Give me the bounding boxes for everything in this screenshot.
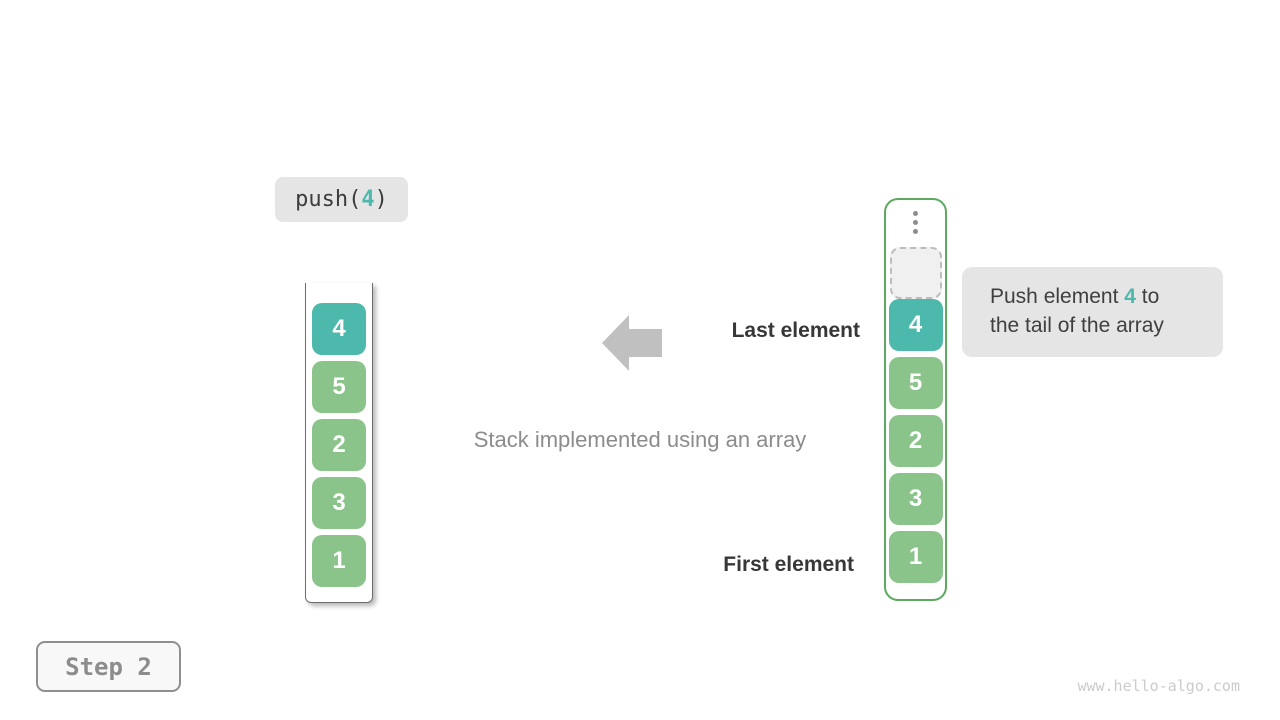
operation-suffix: )	[374, 187, 388, 212]
dot	[913, 229, 918, 234]
stack-cell: 2	[888, 415, 943, 467]
stack-caption: Stack implemented using an array	[473, 427, 807, 452]
stack-cell: 5	[888, 357, 943, 409]
dot	[913, 220, 918, 225]
step-badge: Step 2	[36, 641, 181, 692]
tooltip-line-1: Push element 4 to	[990, 282, 1223, 311]
last-element-label: Last element	[731, 319, 860, 342]
dot	[913, 211, 918, 216]
stack-after-container: 4 5 2 3 1	[884, 198, 947, 601]
stack-cell: 4	[312, 303, 366, 355]
operation-label: push(4)	[275, 177, 408, 222]
tooltip-text: to	[1135, 285, 1160, 308]
stack-cell: 3	[312, 477, 366, 529]
stack-cell: 1	[312, 535, 366, 587]
first-element-label: First element	[723, 553, 854, 576]
stack-cell: 1	[888, 531, 943, 583]
stack-cell: 5	[312, 361, 366, 413]
stack-cell: 2	[312, 419, 366, 471]
watermark: www.hello-algo.com	[1077, 677, 1240, 695]
operation-prefix: push(	[295, 187, 362, 212]
stack-before-container: 4 5 2 3 1	[305, 283, 373, 603]
push-tooltip: Push element 4 to the tail of the array	[962, 267, 1223, 357]
tooltip-highlight: 4	[1124, 285, 1136, 308]
tooltip-line-2: the tail of the array	[990, 314, 1164, 337]
tooltip-text: Push element	[990, 285, 1125, 308]
ellipsis-icon	[913, 211, 918, 234]
empty-slot	[889, 247, 942, 299]
stack-cell-pushed: 4	[888, 299, 943, 351]
operation-arg: 4	[361, 187, 375, 212]
left-arrow-icon	[602, 315, 662, 371]
stack-cell: 3	[888, 473, 943, 525]
